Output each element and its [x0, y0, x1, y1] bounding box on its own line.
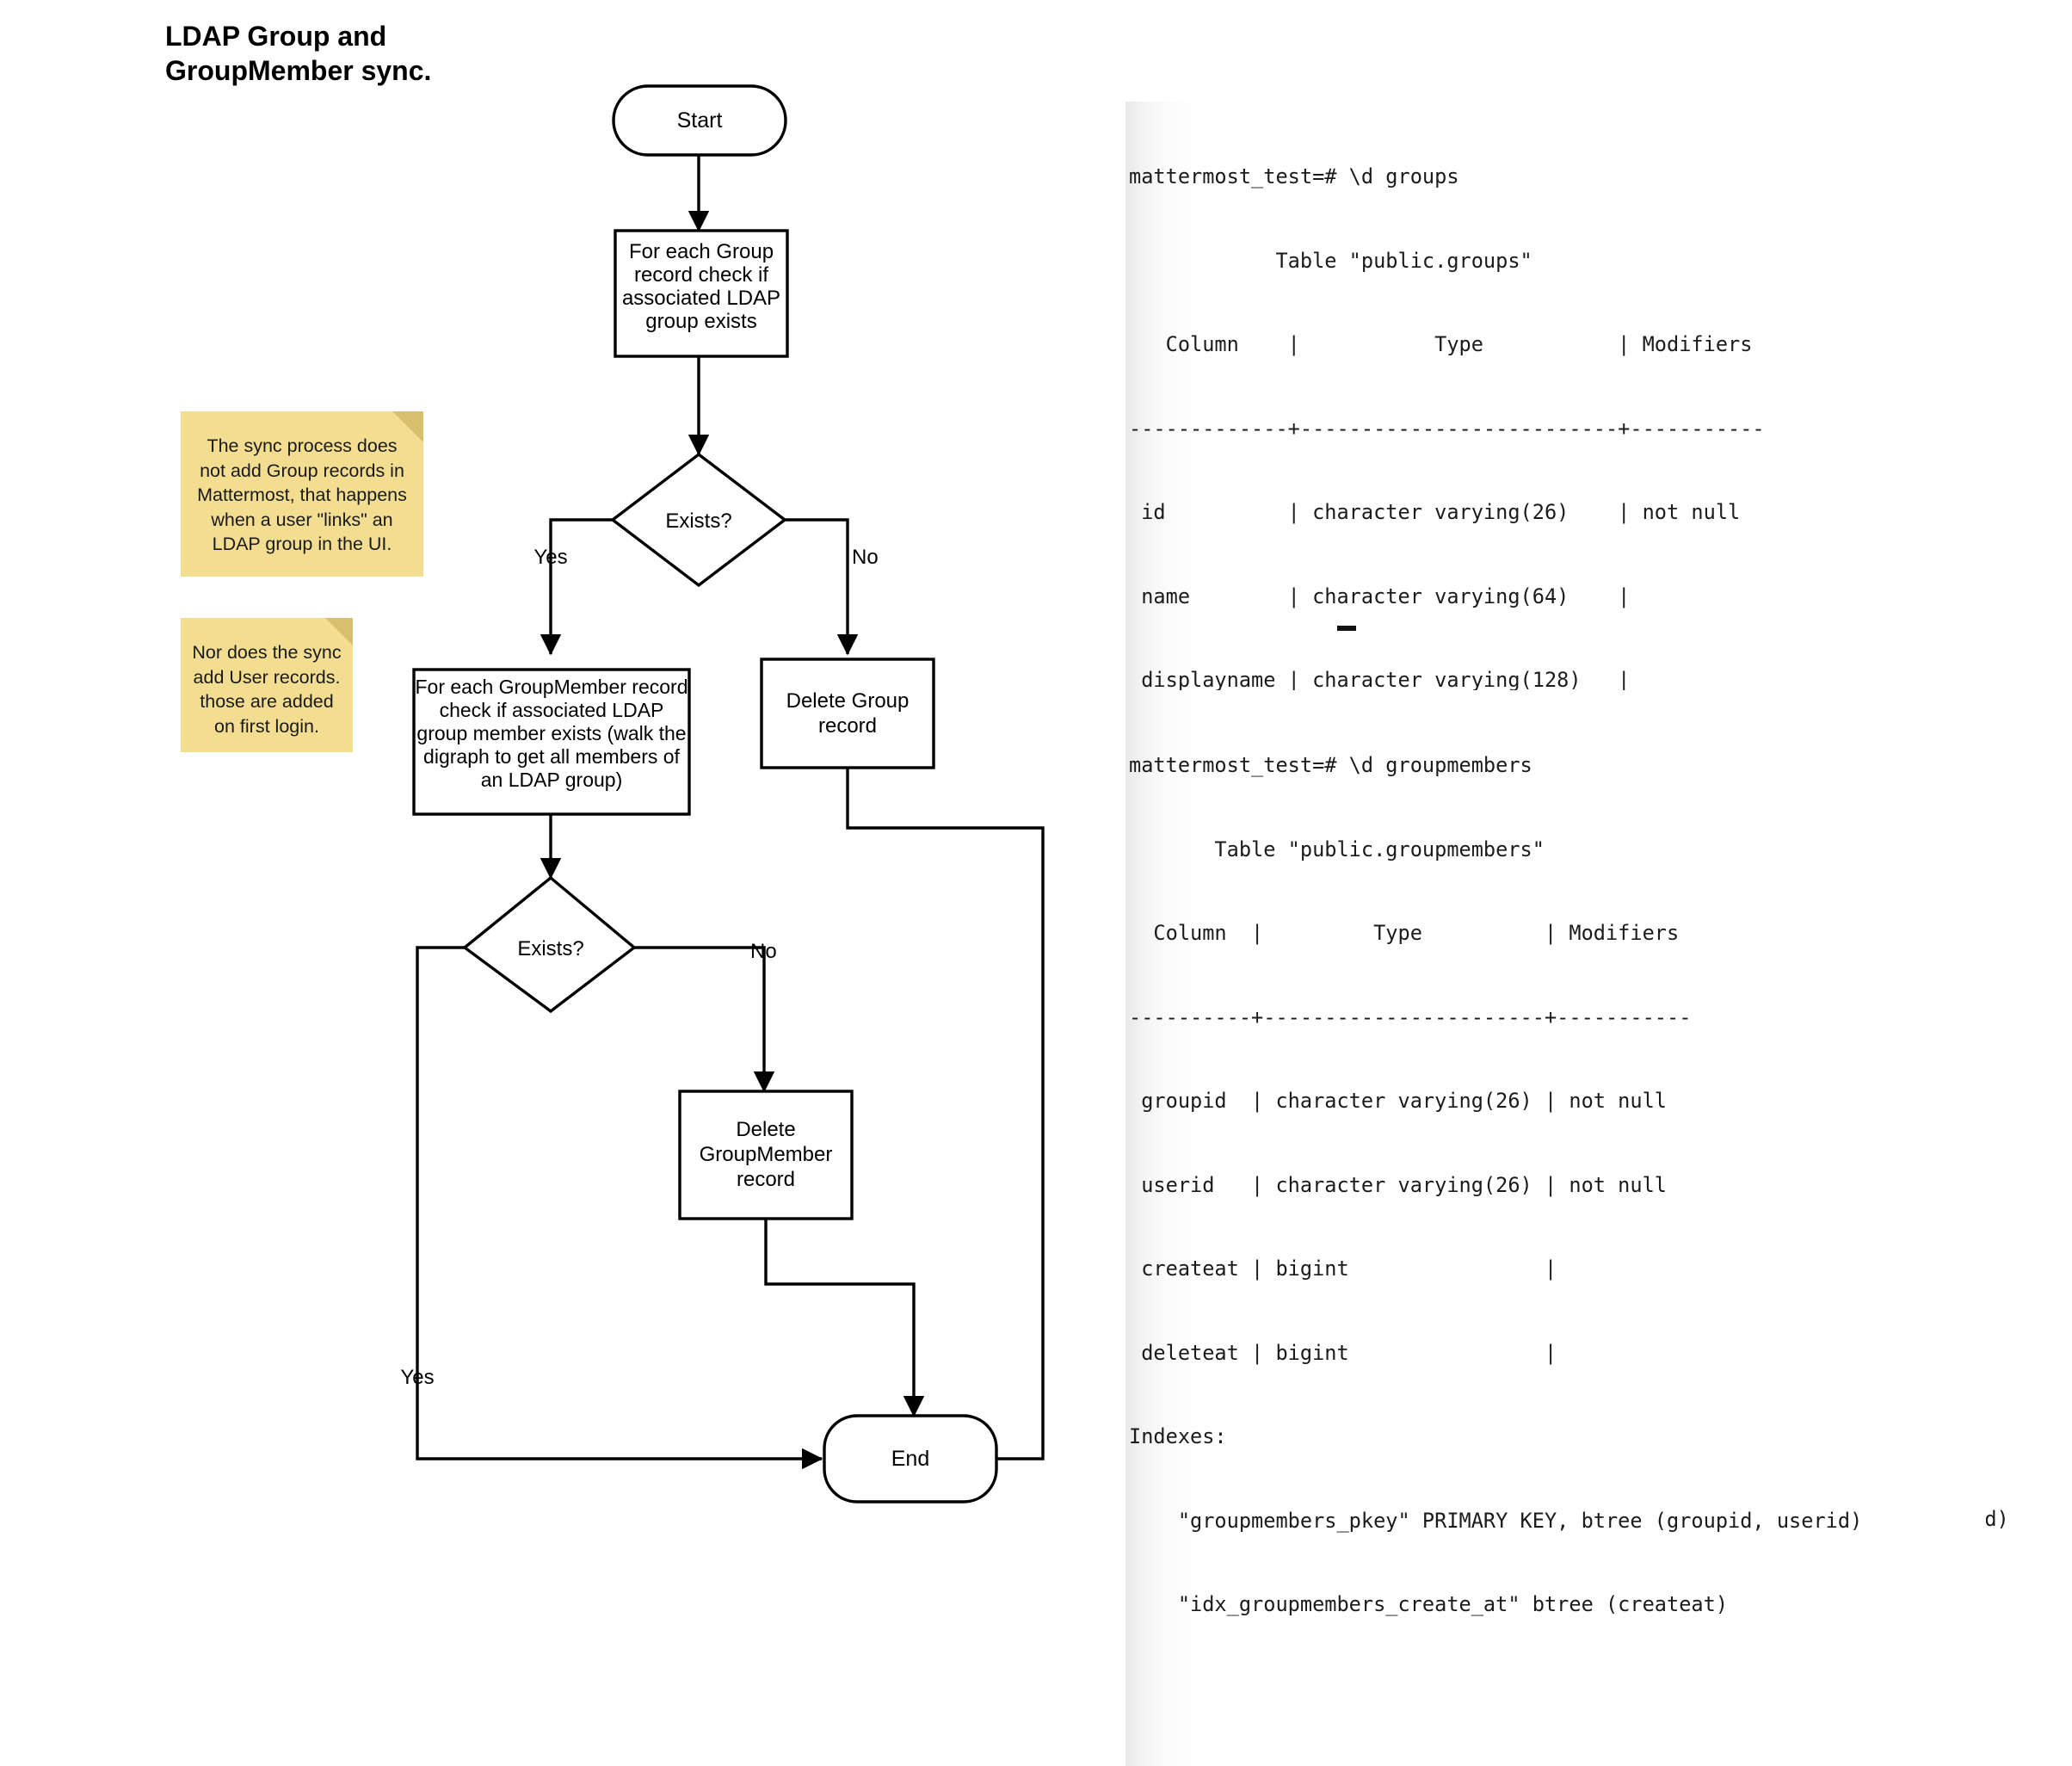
edge-exists1-no: [785, 518, 859, 656]
terminal-line: Indexes:: [1129, 1424, 1227, 1448]
edge-exists1-yes: [540, 518, 613, 656]
flow-edges: [416, 155, 1045, 1470]
node-line: For each GroupMember record: [415, 676, 688, 698]
edge-label-exists1-no: No: [852, 546, 879, 569]
node-line: record: [737, 1168, 795, 1191]
terminal-line: "groupmembers_pkey" PRIMARY KEY, btree (…: [1129, 1508, 1863, 1533]
terminal-line: mattermost_test=# \d groups: [1129, 164, 1459, 188]
node-end: End: [823, 1414, 998, 1504]
node-start-label: Start: [677, 108, 723, 133]
edge-label-exists2-no: No: [750, 940, 777, 963]
node-foreach-groupmember: For each GroupMember record check if ass…: [412, 668, 691, 816]
note-fold-corner: [392, 411, 423, 449]
note-no-user-add: Nor does the sync add User records. thos…: [181, 618, 353, 752]
node-line: associated LDAP: [622, 287, 780, 310]
note-text: The sync process does not add Group reco…: [197, 435, 407, 555]
terminal-cursor: [1337, 626, 1356, 631]
terminal-line: Table "public.groupmembers": [1129, 837, 1545, 861]
note-no-group-add: The sync process does not add Group reco…: [181, 411, 423, 577]
terminal-line: Table "public.groups": [1129, 248, 1532, 273]
node-line: For each Group: [629, 240, 774, 263]
terminal-line: groupid | character varying(26) | not nu…: [1129, 1089, 1668, 1113]
node-exists-2: Exists?: [462, 875, 637, 1014]
node-line: digraph to get all members of: [423, 745, 680, 768]
edge-exists2-yes-to-end: [416, 946, 823, 1470]
note-fold-corner: [325, 618, 353, 652]
node-line: record check if: [634, 263, 768, 287]
terminal-line: "idx_groupmembers_create_at" btree (crea…: [1129, 1592, 1729, 1616]
terminal-line: deleteat | bigint |: [1129, 1340, 1557, 1365]
node-delete-groupmember: Delete GroupMember record: [678, 1090, 854, 1220]
node-line: GroupMember: [700, 1143, 833, 1166]
edge-deletegm-to-end: [764, 1219, 925, 1417]
node-exists-2-label: Exists?: [517, 937, 583, 960]
node-exists-1: Exists?: [610, 452, 787, 588]
terminal-line: -------------+--------------------------…: [1129, 416, 1765, 441]
terminal-line: Column | Type | Modifiers: [1129, 921, 1680, 945]
node-line: Delete Group: [786, 689, 910, 713]
edge-exists2-no: [634, 946, 775, 1093]
terminal-groupmembers: mattermost_test=# \d groupmembers Table …: [1125, 690, 1986, 1683]
page-title: LDAP Group and GroupMember sync.: [165, 19, 527, 89]
terminal-line: createat | bigint |: [1129, 1257, 1557, 1281]
node-line: check if associated LDAP: [440, 699, 664, 721]
node-line: group exists: [645, 310, 756, 333]
terminal-line: name | character varying(64) |: [1129, 584, 1631, 608]
node-start: Start: [612, 84, 787, 157]
terminal-line: mattermost_test=# \d groupmembers: [1129, 753, 1532, 777]
node-end-label: End: [891, 1447, 929, 1471]
terminal-line: id | character varying(26) | not null: [1129, 500, 1741, 524]
diagram-canvas: LDAP Group and GroupMember sync. The syn…: [165, 19, 2009, 1766]
node-line: group member exists (walk the: [416, 722, 686, 744]
node-line: record: [818, 714, 877, 738]
edge-label-exists2-yes: Yes: [400, 1366, 434, 1389]
terminal-line: Column | Type | Modifiers: [1129, 332, 1753, 356]
page-title-line-2: GroupMember sync.: [165, 55, 432, 87]
node-exists-1-label: Exists?: [665, 509, 731, 533]
terminal-line: ----------+-----------------------+-----…: [1129, 1004, 1692, 1029]
node-delete-group: Delete Group record: [760, 658, 935, 769]
node-foreach-group: For each Group record check if associate…: [614, 229, 789, 358]
node-line: Delete: [736, 1118, 795, 1141]
edge-deletegroup-to-end: [846, 768, 1045, 1470]
edge-label-exists1-yes: Yes: [533, 546, 567, 569]
note-text: Nor does the sync add User records. thos…: [192, 642, 342, 737]
terminal-line: displayname | character varying(128) |: [1129, 668, 1631, 692]
page-title-line-1: LDAP Group and: [165, 21, 387, 52]
terminal-line: userid | character varying(26) | not nul…: [1129, 1172, 1668, 1197]
node-line: an LDAP group): [481, 769, 623, 791]
